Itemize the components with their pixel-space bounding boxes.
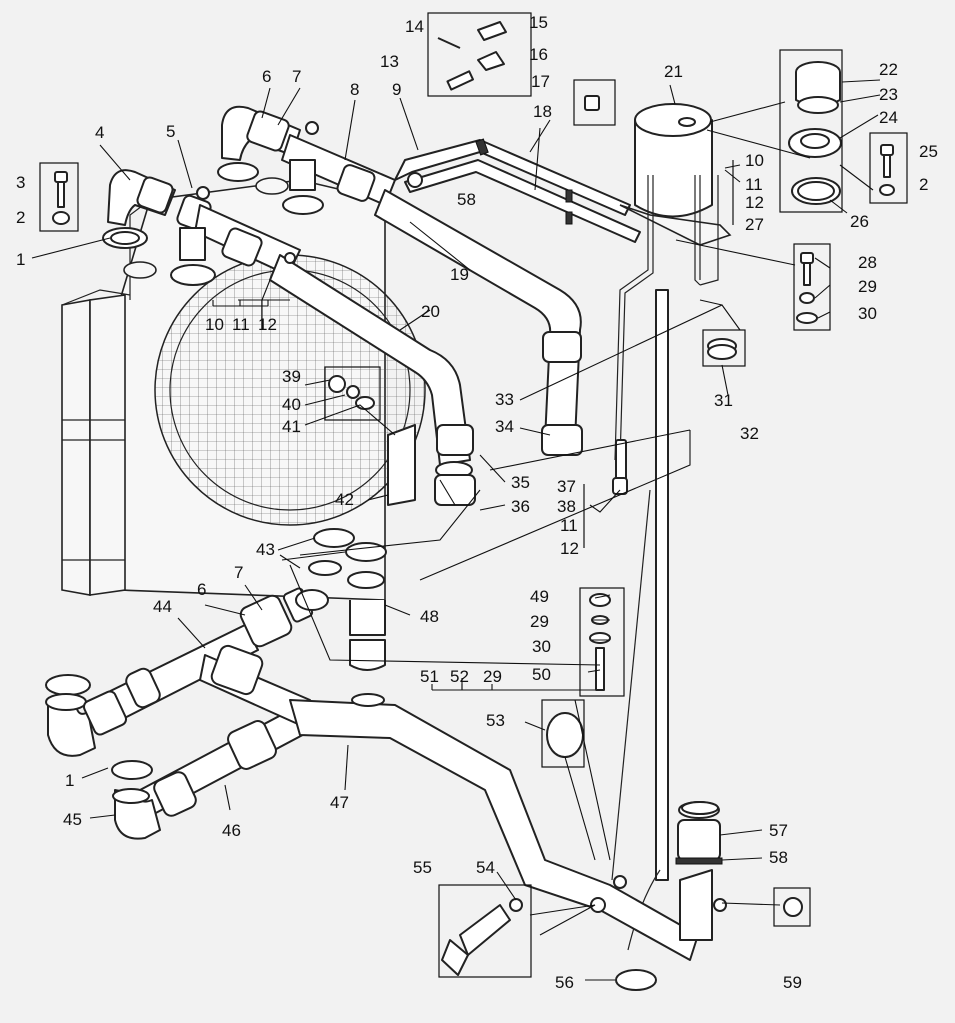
callout-7b: 7: [234, 563, 243, 582]
callout-29c: 29: [483, 667, 502, 686]
callout-43: 43: [256, 540, 275, 559]
callout-58b: 58: [769, 848, 788, 867]
lower-hose-assembly: [45, 587, 727, 961]
callout-labels: 1 2 3 4 5 6 7 8 9 10 11 12 13 14 15 16 1…: [16, 13, 938, 992]
callout-56: 56: [555, 973, 574, 992]
callout-12b: 12: [745, 193, 764, 212]
callout-39: 39: [282, 367, 301, 386]
callout-3: 3: [16, 173, 25, 192]
callout-37: 37: [557, 477, 576, 496]
callout-8: 8: [350, 80, 359, 99]
callout-6b: 6: [197, 580, 206, 599]
callout-11: 11: [232, 315, 250, 334]
callout-54: 54: [476, 858, 495, 877]
callout-28: 28: [858, 253, 877, 272]
callout-4: 4: [95, 123, 104, 142]
callout-46: 46: [222, 821, 241, 840]
callout-15: 15: [529, 13, 548, 32]
callout-58a: 58: [457, 190, 476, 209]
callout-33: 33: [495, 390, 514, 409]
loose-parts: [52, 21, 895, 991]
callout-30a: 30: [858, 304, 877, 323]
callout-7: 7: [292, 67, 301, 86]
group-ticks: [212, 300, 493, 690]
callout-11b: 11: [745, 175, 763, 194]
callout-5: 5: [166, 122, 175, 141]
callout-51: 51: [420, 667, 439, 686]
callout-41: 41: [282, 417, 301, 436]
callout-12: 12: [258, 315, 277, 334]
callout-25: 25: [919, 142, 938, 161]
callout-1b: 1: [65, 771, 74, 790]
callout-55: 55: [413, 858, 432, 877]
callout-boxes: [39, 12, 908, 978]
callout-29b: 29: [530, 612, 549, 631]
expansion-tank: [611, 103, 732, 951]
callout-44: 44: [153, 597, 172, 616]
leader-lines: [31, 79, 881, 981]
callout-24: 24: [879, 108, 898, 127]
callout-10b: 10: [745, 151, 764, 170]
callout-31: 31: [714, 391, 733, 410]
callout-14: 14: [405, 17, 424, 36]
callout-18: 18: [533, 102, 552, 121]
callout-1: 1: [16, 250, 25, 269]
callout-38: 38: [557, 497, 576, 516]
callout-6: 6: [262, 67, 271, 86]
callout-50: 50: [532, 665, 551, 684]
callout-20: 20: [421, 302, 440, 321]
callout-40: 40: [282, 395, 301, 414]
callout-12c: 12: [560, 539, 579, 558]
callout-26: 26: [850, 212, 869, 231]
callout-19: 19: [450, 265, 469, 284]
callout-2: 2: [16, 208, 25, 227]
callout-53: 53: [486, 711, 505, 730]
callout-16: 16: [529, 45, 548, 64]
callout-10: 10: [205, 315, 224, 334]
callout-47: 47: [330, 793, 349, 812]
callout-36: 36: [511, 497, 530, 516]
callout-34: 34: [495, 417, 514, 436]
callout-35: 35: [511, 473, 530, 492]
callout-29a: 29: [858, 277, 877, 296]
callout-59: 59: [783, 973, 802, 992]
callout-52: 52: [450, 667, 469, 686]
callout-32: 32: [740, 424, 759, 443]
callout-49: 49: [530, 587, 549, 606]
callout-11c: 11: [560, 516, 578, 535]
callout-21: 21: [664, 62, 683, 81]
callout-30b: 30: [532, 637, 551, 656]
callout-9: 9: [392, 80, 401, 99]
callout-57: 57: [769, 821, 788, 840]
callout-27: 27: [745, 215, 764, 234]
callout-22: 22: [879, 60, 898, 79]
upper-hose-assembly: [102, 105, 641, 506]
callout-45: 45: [63, 810, 82, 829]
callout-48: 48: [420, 607, 439, 626]
callout-42: 42: [335, 490, 354, 509]
callout-13: 13: [380, 52, 399, 71]
callout-17: 17: [531, 72, 550, 91]
callout-23: 23: [879, 85, 898, 104]
callout-2b: 2: [919, 175, 928, 194]
